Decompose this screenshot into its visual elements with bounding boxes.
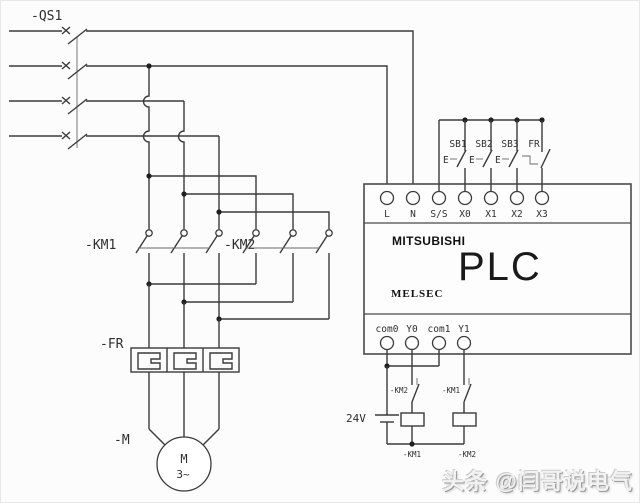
motor-symbol: M 3~ -M: [114, 372, 220, 492]
three-phase-lines: [86, 30, 414, 229]
branch-y1: -KM1 -KM2: [442, 349, 477, 459]
terminal-com0: [379, 335, 395, 351]
terminal-label: X3: [536, 209, 547, 220]
coil-km2: [452, 412, 477, 427]
output-wiring: 24V -KM2 -KM1 -KM1 -KM2: [346, 349, 477, 459]
y1-interlock-label: -KM1: [442, 386, 460, 395]
km1-contact-group: -KM1: [85, 229, 223, 319]
pushbutton-sb2: SB2 E: [469, 120, 493, 192]
terminal-label: com0: [376, 324, 399, 335]
motor-circle: [156, 436, 212, 492]
terminal-label: X0: [459, 209, 471, 220]
plc-title: PLC: [458, 245, 542, 289]
sb1-actuator: E: [443, 155, 449, 166]
contact-output-crossbars: [146, 281, 329, 348]
fr-nc-contact: FR: [522, 120, 551, 192]
thermal-relay: -FR: [100, 337, 240, 373]
supply-label: 24V: [346, 412, 366, 425]
terminal-com1: [431, 335, 447, 351]
terminal-Y1: [456, 335, 472, 351]
branch-y0: -KM2 -KM1: [390, 349, 425, 459]
motor-phase: 3~: [176, 468, 190, 481]
plc-body: MITSUBISHI PLC MELSEC: [363, 183, 632, 355]
terminal-X0: [457, 190, 473, 206]
terminal-SS: [431, 190, 447, 206]
plc-output-terminal-strip: com0 Y0 com1 Y1: [376, 324, 472, 351]
plc-series-logo: MELSEC: [391, 288, 443, 300]
pushbutton-sb3: SB3 E: [495, 120, 519, 192]
terminal-label: X2: [511, 209, 522, 220]
fr-contact-label: FR: [528, 139, 540, 150]
motor-letter: M: [180, 452, 187, 466]
terminal-label: X1: [485, 209, 497, 220]
terminal-label: Y0: [406, 324, 418, 335]
terminal-X2: [509, 190, 525, 206]
terminal-N: [405, 190, 421, 206]
terminal-X3: [534, 190, 550, 206]
terminal-label: Y1: [458, 324, 470, 335]
terminal-L: [379, 190, 395, 206]
motor-label: -M: [114, 433, 130, 448]
sb2-actuator: E: [469, 155, 475, 166]
fr-label: -FR: [100, 337, 124, 352]
sb1-label: SB1: [449, 139, 466, 150]
thermal-element-icon: [173, 352, 197, 370]
pushbutton-sb1: SB1 E: [443, 120, 467, 192]
terminal-Y0: [404, 335, 420, 351]
thermal-element-icon: [209, 352, 233, 370]
thermal-trip-icon: [522, 155, 538, 165]
input-wiring: [438, 117, 545, 192]
terminal-label: L: [384, 209, 390, 220]
terminal-label: com1: [428, 324, 451, 335]
km1-coil-label: -KM1: [403, 450, 421, 459]
terminal-X1: [483, 190, 499, 206]
coil-km1: [400, 412, 425, 427]
watermark: 头条 @闫哥说电气: [442, 469, 633, 494]
km2-label: -KM2: [224, 238, 255, 253]
qs1-label: -QS1: [31, 9, 62, 24]
y0-interlock-label: -KM2: [390, 386, 408, 395]
km2-coil-label: -KM2: [458, 450, 476, 459]
plc-brand: MITSUBISHI: [392, 234, 465, 248]
sb2-label: SB2: [475, 139, 492, 150]
qs1-breaker: -QS1: [9, 9, 88, 150]
terminal-label: S/S: [430, 209, 447, 220]
terminal-label: N: [410, 209, 416, 220]
sb3-actuator: E: [495, 155, 501, 166]
km1-label: -KM1: [85, 238, 116, 253]
thermal-element-icon: [137, 352, 161, 370]
sb3-label: SB3: [501, 139, 518, 150]
km2-contact-group: -KM2: [224, 229, 333, 319]
